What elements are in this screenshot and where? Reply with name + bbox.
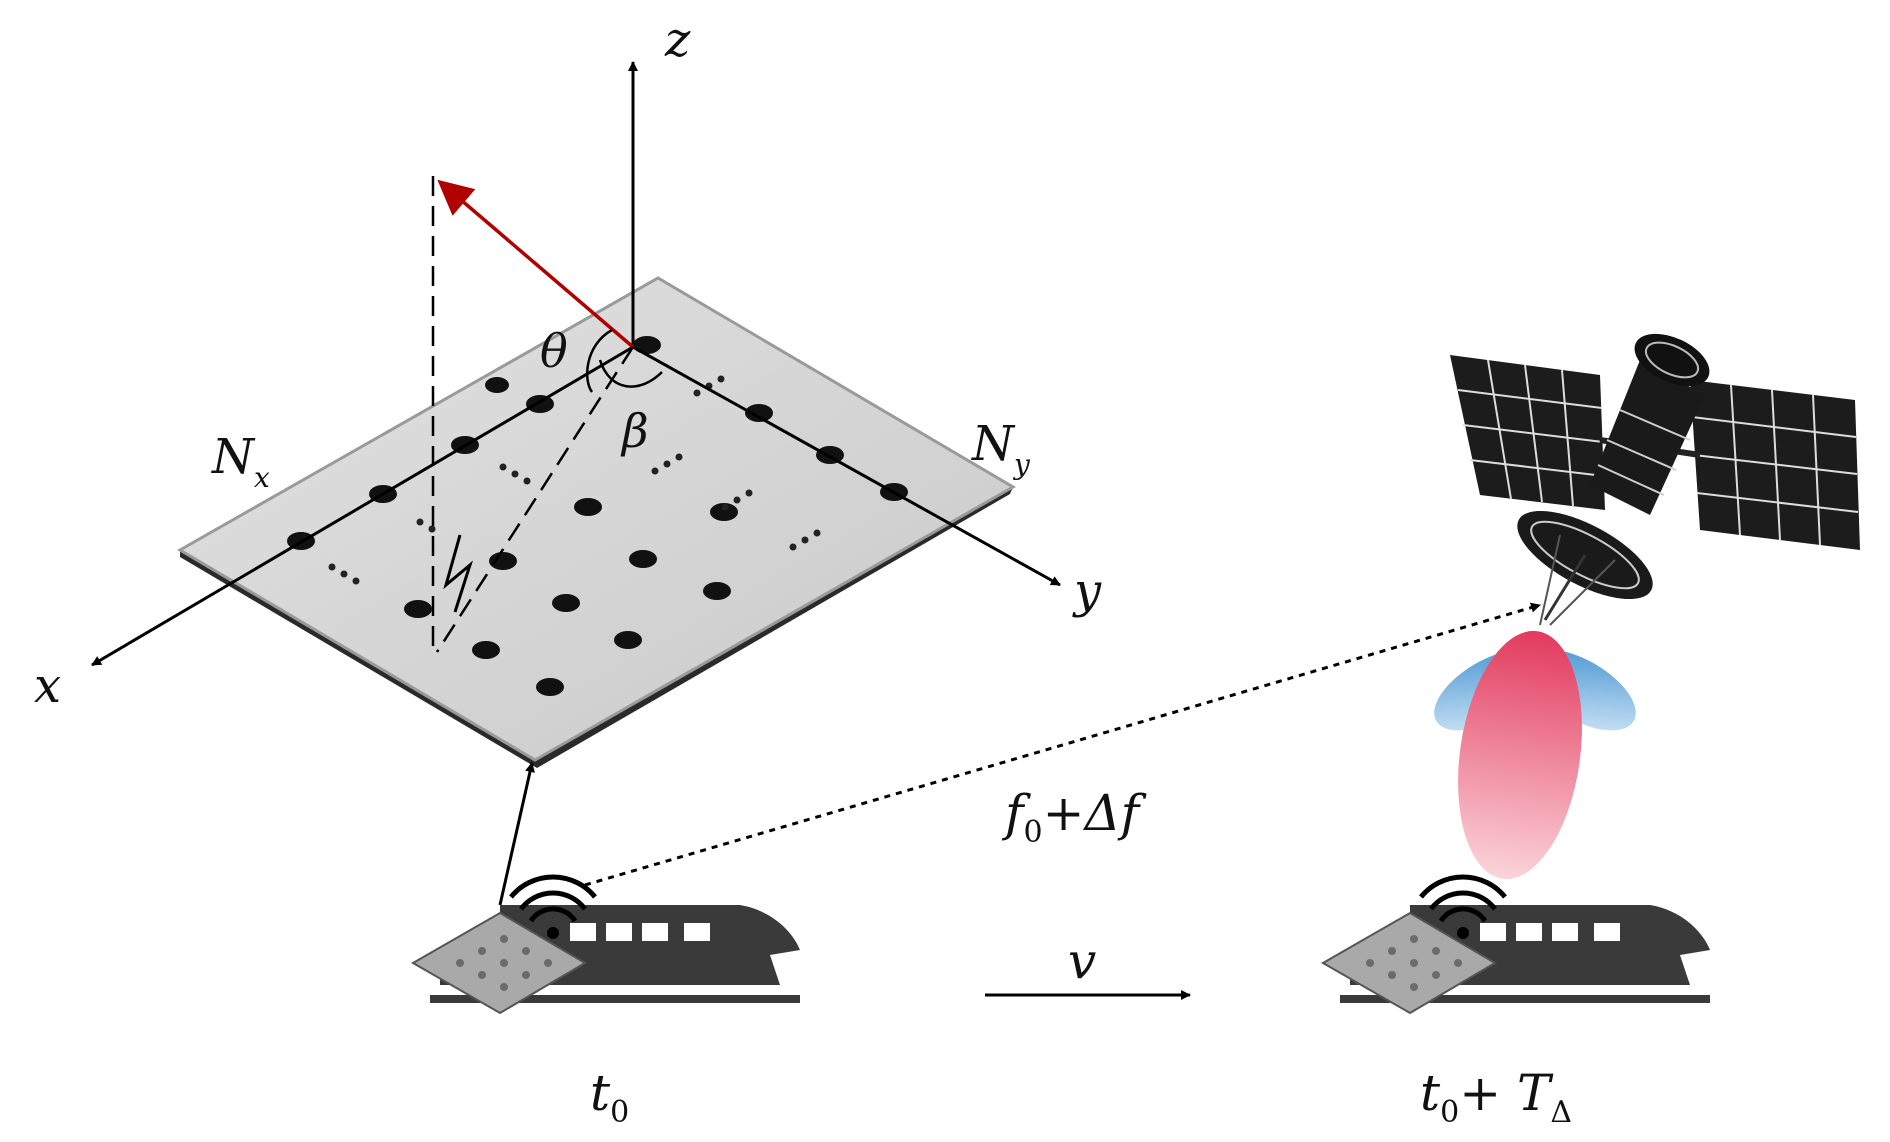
- train-t1: [1320, 874, 1710, 1015]
- beam-main-lobe: [1458, 630, 1582, 880]
- nx-label: Nx: [211, 429, 270, 494]
- ris-panel: [177, 276, 1016, 768]
- train-antenna-panel: [1320, 911, 1497, 1015]
- velocity-label: v: [1068, 932, 1096, 990]
- y-axis-line: [632, 345, 1061, 587]
- frequency-label: f0+Δf: [1001, 784, 1147, 850]
- ris-elements: [287, 336, 908, 696]
- x-axis-label: x: [34, 658, 61, 714]
- ris-small-elements: [328, 375, 821, 585]
- train-to-satellite-dotted: [584, 602, 1541, 887]
- satellite-body: [1590, 333, 1710, 515]
- y-axis-label: y: [1072, 563, 1102, 619]
- wifi-icon: [1419, 874, 1507, 939]
- signal-links: [498, 602, 1541, 1000]
- satellite-beam: [1434, 630, 1636, 880]
- ground-projection-dashed: [435, 346, 635, 653]
- direction-arrow: [437, 179, 635, 349]
- train-antenna-panel: [410, 911, 587, 1015]
- z-axis-label: z: [664, 12, 691, 68]
- time-t1-label: t0+ TΔ: [1420, 1064, 1572, 1130]
- coordinate-axes: [91, 61, 1061, 667]
- satellite-solar-panel-right: [1690, 380, 1860, 550]
- wifi-icon: [509, 874, 597, 939]
- ris-panel-surface: [177, 276, 1016, 762]
- beta-label: β: [620, 404, 649, 458]
- time-t0-label: t0: [590, 1064, 629, 1130]
- beta-arc: [598, 359, 663, 388]
- train-to-ris-arrow: [498, 762, 535, 906]
- break-marker: [443, 534, 473, 613]
- x-axis-line: [91, 345, 634, 667]
- train-t0: [410, 874, 800, 1015]
- satellite-solar-panel-left: [1450, 355, 1605, 510]
- theta-arc: [585, 328, 613, 393]
- direction-geometry: [431, 176, 663, 653]
- satellite-dish: [1517, 510, 1653, 626]
- satellite-icon: [1450, 333, 1860, 626]
- ny-label: Ny: [971, 416, 1031, 481]
- theta-label: θ: [540, 324, 568, 378]
